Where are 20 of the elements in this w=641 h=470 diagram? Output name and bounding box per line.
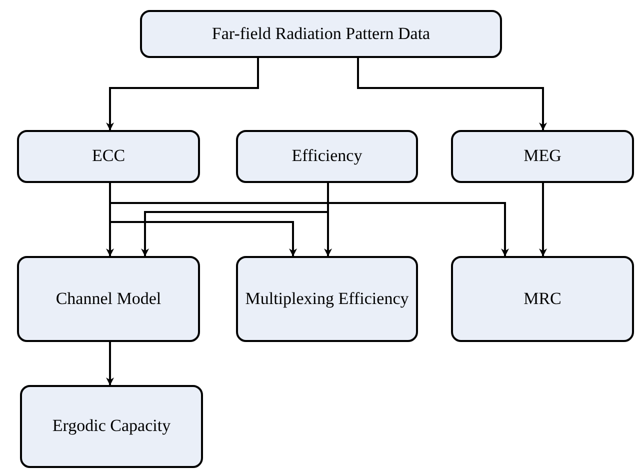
process-box: [451, 130, 634, 183]
node-label: MRC: [524, 288, 562, 310]
node-label: Channel Model: [56, 288, 162, 310]
node-label: Ergodic Capacity: [52, 415, 171, 438]
arrow: [539, 183, 548, 256]
arrow: [106, 58, 259, 130]
node-label: MEG: [524, 145, 562, 168]
process-box: [20, 385, 203, 468]
node-label: Efficiency: [292, 145, 362, 168]
process-box: [236, 130, 418, 183]
node-label: Far-field Radiation Pattern Data: [212, 22, 430, 45]
process-box: [140, 10, 502, 58]
node-label: Multiplexing Efficiency: [245, 288, 409, 310]
arrow: [357, 58, 548, 130]
process-box: [451, 256, 634, 342]
arrow: [106, 342, 114, 386]
process-box: [17, 256, 200, 342]
process-box: [17, 130, 200, 183]
node-label: ECC: [92, 145, 126, 168]
process-box: [236, 256, 418, 342]
